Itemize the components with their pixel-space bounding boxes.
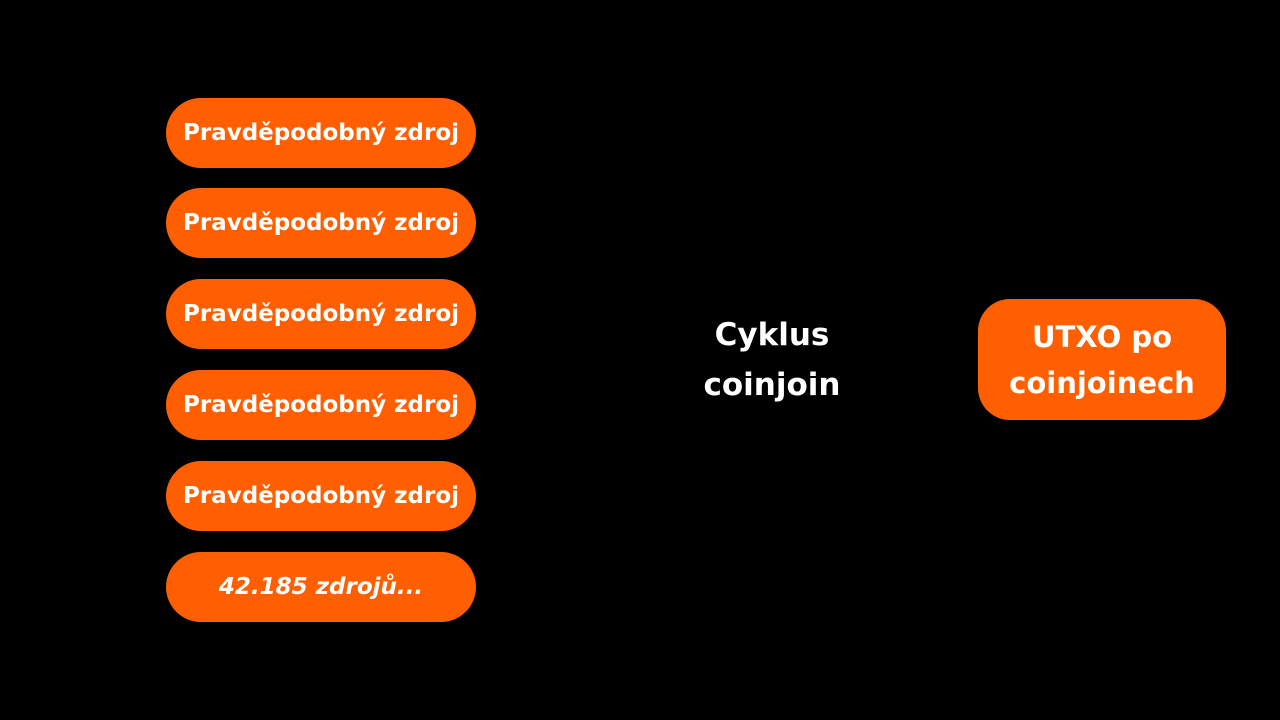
source-node-5: Pravděpodobný zdroj — [166, 461, 476, 531]
source-node-label: Pravděpodobný zdroj — [182, 392, 460, 418]
source-node-2: Pravděpodobný zdroj — [166, 188, 476, 258]
source-node-label: Pravděpodobný zdroj — [182, 301, 460, 327]
source-node-label: Pravděpodobný zdroj — [182, 210, 460, 236]
source-node-label: Pravděpodobný zdroj — [182, 483, 460, 509]
cycle-label-line-2: coinjoin — [703, 367, 841, 403]
source-node-label: Pravděpodobný zdroj — [182, 120, 460, 146]
source-list: Pravděpodobný zdroj Pravděpodobný zdroj … — [166, 98, 476, 622]
output-label-line-2: coinjoinech — [1009, 365, 1195, 400]
source-node-count: 42.185 zdrojů... — [166, 552, 476, 622]
source-count-label: 42.185 zdrojů... — [218, 574, 424, 600]
coinjoin-cycle-label: Cyklus coinjoin — [672, 310, 872, 410]
output-label-line-1: UTXO po — [1031, 319, 1173, 354]
cycle-label-line-1: Cyklus — [714, 317, 830, 353]
source-node-1: Pravděpodobný zdroj — [166, 98, 476, 168]
output-utxo-node: UTXO po coinjoinech — [978, 299, 1226, 420]
source-node-3: Pravděpodobný zdroj — [166, 279, 476, 349]
source-node-4: Pravděpodobný zdroj — [166, 370, 476, 440]
